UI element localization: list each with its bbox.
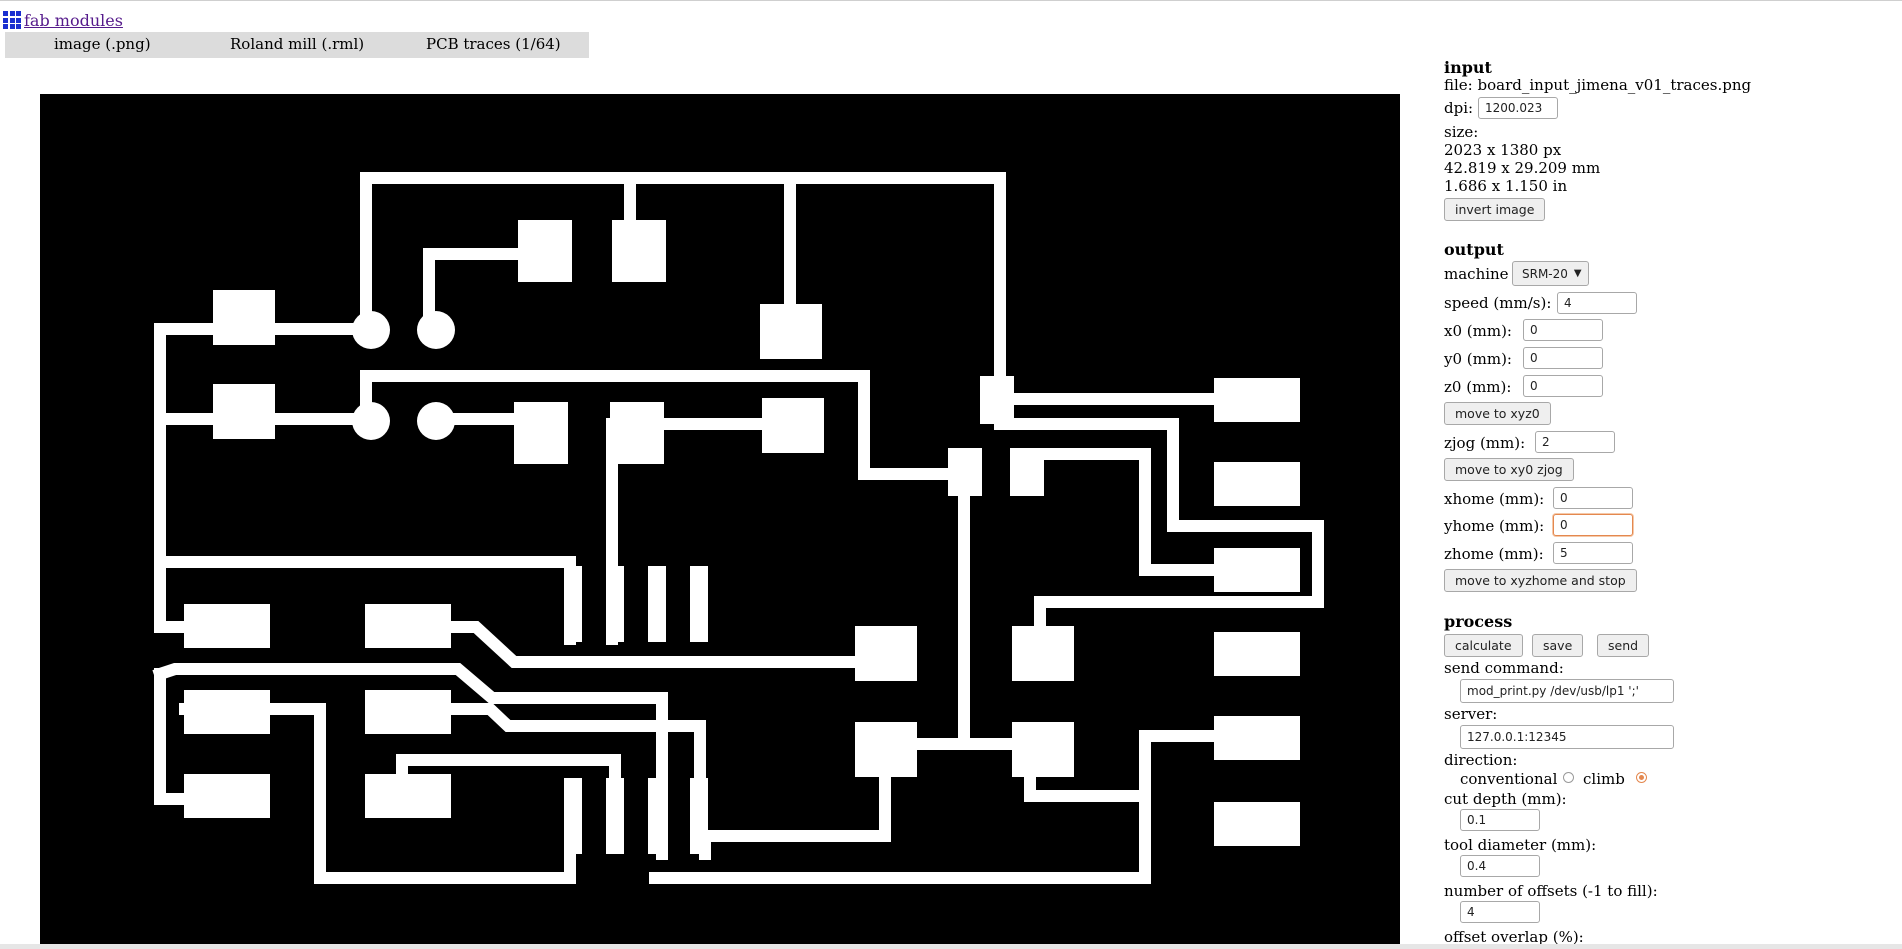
send-command-input[interactable] bbox=[1460, 679, 1674, 703]
move-to-xyzhome-button[interactable]: move to xyzhome and stop bbox=[1444, 569, 1637, 592]
machine-select[interactable]: SRM-20 ▼ bbox=[1512, 261, 1589, 286]
machine-label: machine bbox=[1444, 265, 1509, 283]
top-border bbox=[0, 0, 1902, 1]
z0-label: z0 (mm): bbox=[1444, 378, 1512, 396]
speed-label: speed (mm/s): bbox=[1444, 294, 1552, 312]
dpi-input[interactable] bbox=[1478, 97, 1558, 119]
yhome-input[interactable] bbox=[1553, 514, 1633, 536]
offset-overlap-label: offset overlap (%): bbox=[1444, 928, 1584, 946]
calculate-button[interactable]: calculate bbox=[1444, 634, 1523, 657]
x0-input[interactable] bbox=[1523, 319, 1603, 341]
cut-depth-input[interactable] bbox=[1460, 809, 1540, 831]
y0-label: y0 (mm): bbox=[1444, 350, 1512, 368]
chevron-down-icon: ▼ bbox=[1573, 268, 1582, 279]
server-input[interactable] bbox=[1460, 725, 1674, 749]
brand[interactable]: fab modules bbox=[3, 10, 123, 30]
move-to-xy0-zjog-button[interactable]: move to xy0 zjog bbox=[1444, 458, 1574, 481]
offsets-label: number of offsets (-1 to fill): bbox=[1444, 882, 1658, 900]
server-label: server: bbox=[1444, 705, 1498, 723]
zhome-label: zhome (mm): bbox=[1444, 545, 1544, 563]
file-row: file: board_input_jimena_v01_traces.png bbox=[1444, 76, 1751, 94]
speed-input[interactable] bbox=[1557, 292, 1637, 314]
invert-image-button[interactable]: invert image bbox=[1444, 198, 1546, 221]
size-label: size: bbox=[1444, 123, 1479, 141]
output-heading: output bbox=[1444, 240, 1504, 259]
z0-input[interactable] bbox=[1523, 375, 1603, 397]
xhome-label: xhome (mm): bbox=[1444, 490, 1545, 508]
cut-depth-label: cut depth (mm): bbox=[1444, 790, 1567, 808]
move-to-xyz0-button[interactable]: move to xyz0 bbox=[1444, 402, 1551, 425]
tab-roland-mill-rml[interactable]: Roland mill (.rml) bbox=[230, 35, 365, 53]
size-mm: 42.819 x 29.209 mm bbox=[1444, 159, 1601, 177]
send-button[interactable]: send bbox=[1597, 634, 1650, 657]
zhome-input[interactable] bbox=[1553, 542, 1633, 564]
climb-label: climb bbox=[1583, 770, 1625, 788]
size-in: 1.686 x 1.150 in bbox=[1444, 177, 1568, 195]
zjog-input[interactable] bbox=[1535, 431, 1615, 453]
module-tab-bar: image (.png) Roland mill (.rml) PCB trac… bbox=[5, 32, 589, 58]
y0-input[interactable] bbox=[1523, 347, 1603, 369]
direction-label: direction: bbox=[1444, 751, 1518, 769]
tool-diameter-label: tool diameter (mm): bbox=[1444, 836, 1597, 854]
fab-modules-link[interactable]: fab modules bbox=[24, 10, 123, 30]
send-command-label: send command: bbox=[1444, 659, 1564, 677]
pcb-traces-image bbox=[152, 172, 1324, 884]
process-heading: process bbox=[1444, 612, 1513, 631]
tab-image-png[interactable]: image (.png) bbox=[54, 35, 151, 53]
pcb-preview-canvas bbox=[40, 94, 1400, 944]
file-name: board_input_jimena_v01_traces.png bbox=[1477, 76, 1752, 94]
file-label: file: bbox=[1444, 76, 1473, 94]
climb-radio[interactable] bbox=[1636, 772, 1647, 783]
conventional-label: conventional bbox=[1460, 770, 1558, 788]
machine-selected-value: SRM-20 bbox=[1522, 266, 1568, 281]
tool-diameter-input[interactable] bbox=[1460, 855, 1540, 877]
size-px: 2023 x 1380 px bbox=[1444, 141, 1562, 159]
tab-pcb-traces[interactable]: PCB traces (1/64) bbox=[426, 35, 561, 53]
xhome-input[interactable] bbox=[1553, 487, 1633, 509]
x0-label: x0 (mm): bbox=[1444, 322, 1512, 340]
settings-panel: input file: board_input_jimena_v01_trace… bbox=[1444, 0, 1894, 949]
dpi-label: dpi: bbox=[1444, 99, 1474, 117]
save-button[interactable]: save bbox=[1532, 634, 1584, 657]
offsets-input[interactable] bbox=[1460, 901, 1540, 923]
horizontal-scrollbar[interactable] bbox=[0, 944, 1902, 949]
zjog-label: zjog (mm): bbox=[1444, 434, 1526, 452]
input-heading: input bbox=[1444, 58, 1492, 77]
grid-icon bbox=[3, 11, 21, 29]
conventional-radio[interactable] bbox=[1563, 772, 1574, 783]
yhome-label: yhome (mm): bbox=[1444, 517, 1545, 535]
